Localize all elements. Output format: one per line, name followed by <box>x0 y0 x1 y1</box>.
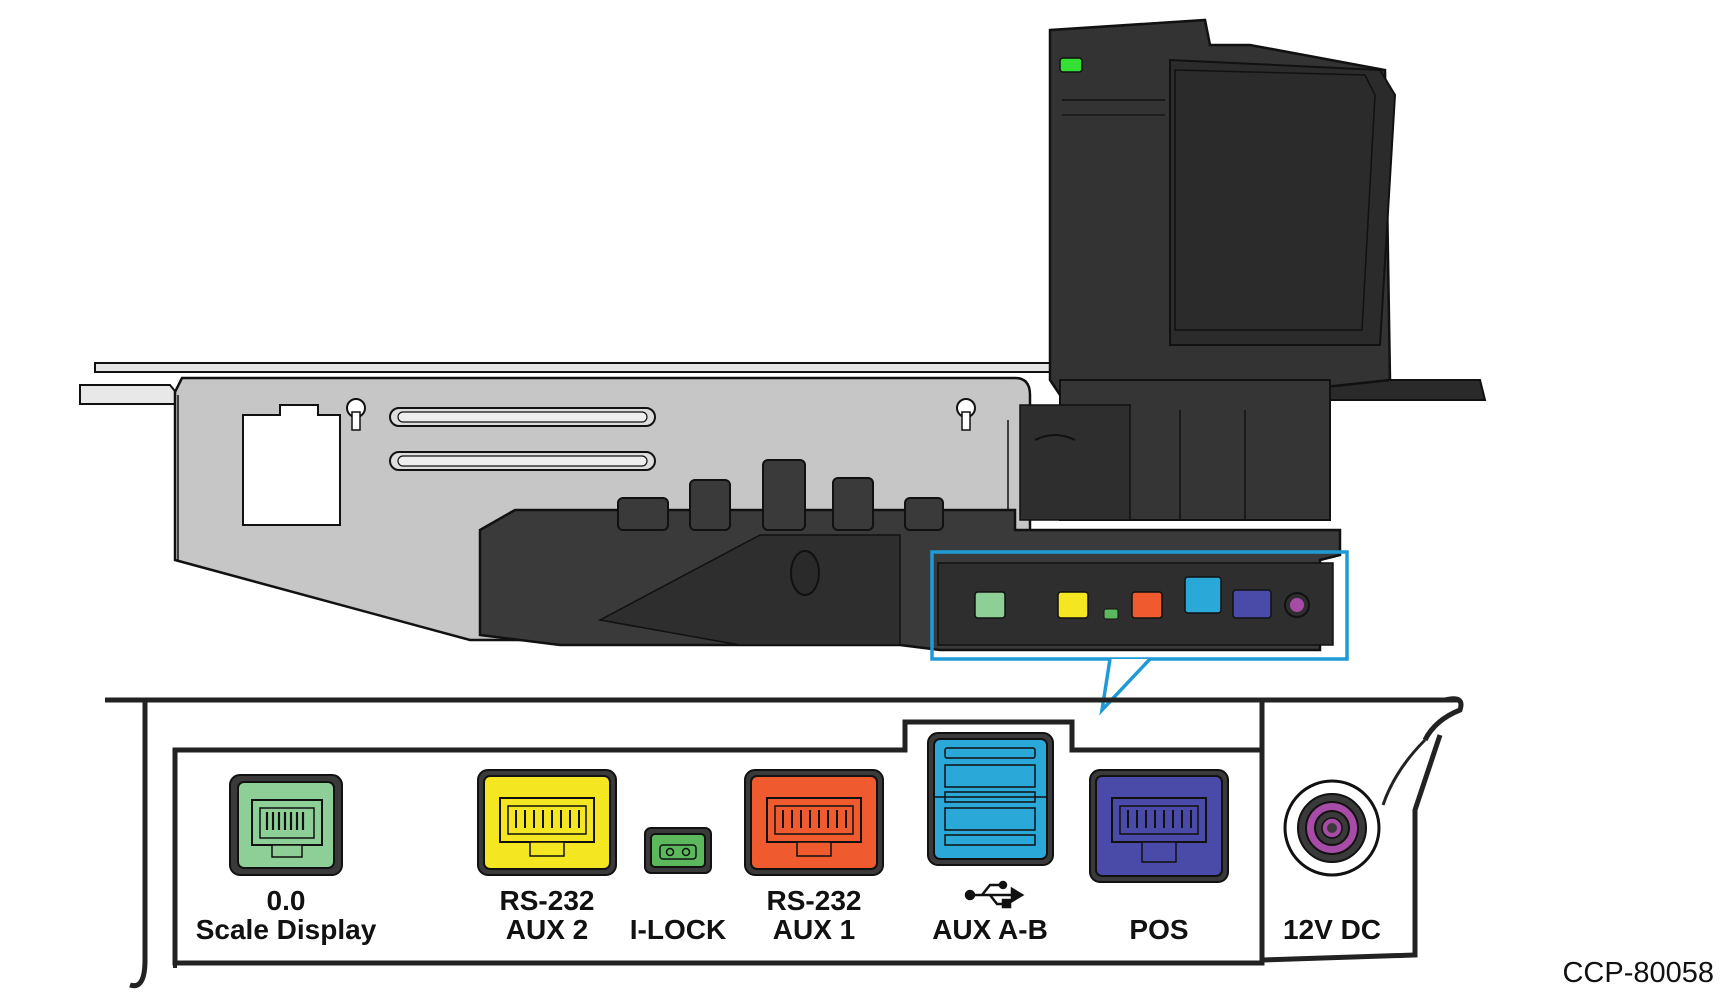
rs232-aux1-name: AUX 1 <box>772 914 856 945</box>
rs232-aux1-type: RS-232 <box>766 885 862 916</box>
figure-reference-code: CCP-80058 <box>1562 957 1714 989</box>
ilock-name: I-LOCK <box>629 914 727 945</box>
aux-ab-usb-port <box>927 732 1054 866</box>
dc-power-jack <box>1283 779 1381 877</box>
callout-magnifier <box>930 550 1349 716</box>
dc-power-label: 12V DC <box>1267 915 1397 944</box>
ilock-port <box>644 827 712 874</box>
pos-port <box>1089 769 1229 883</box>
ilock-label: I-LOCK <box>618 915 738 944</box>
rs232-aux1-port <box>744 769 884 876</box>
dc-power-name: 12V DC <box>1282 914 1382 945</box>
aux-ab-name: AUX A-B <box>932 914 1048 945</box>
status-led <box>1059 57 1083 73</box>
rs232-aux1-label: RS-232 AUX 1 <box>734 886 894 944</box>
pos-label: POS <box>1099 915 1219 944</box>
scale-display-name: Scale Display <box>195 914 377 945</box>
pos-name: POS <box>1129 914 1189 945</box>
usb-icon <box>964 880 1025 909</box>
rs232-aux2-label: RS-232 AUX 2 <box>467 886 627 944</box>
rs232-aux2-port <box>477 769 617 876</box>
scale-display-port <box>229 774 343 876</box>
rs232-aux2-type: RS-232 <box>499 885 595 916</box>
scale-display-value: 0.0 <box>266 885 306 916</box>
port-panel-enlarged <box>105 696 1464 989</box>
aux-ab-label: AUX A-B <box>915 915 1065 944</box>
scanner-tower <box>1019 18 1397 521</box>
rs232-aux2-name: AUX 2 <box>505 914 589 945</box>
rear-port-panel-small <box>937 562 1334 646</box>
scale-display-label: 0.0 Scale Display <box>186 886 386 944</box>
